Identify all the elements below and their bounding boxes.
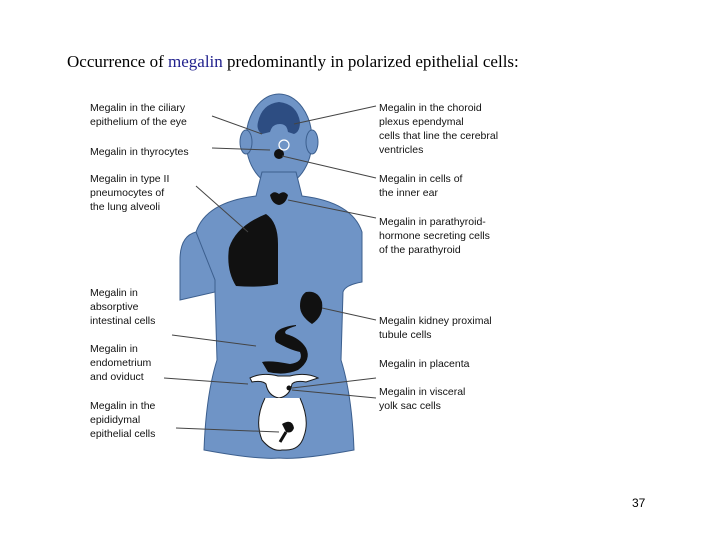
label-epididymal-cells: Megalin in the epididymal epithelial cel…: [90, 400, 156, 440]
label-thyrocytes: Megalin in thyrocytes: [90, 146, 189, 158]
ear-organ: [274, 149, 284, 159]
epididymis-organ: [258, 397, 307, 451]
label-placenta: Megalin in placenta: [379, 358, 470, 370]
eye-marker: [278, 139, 290, 151]
right-ear-shape: [305, 129, 319, 155]
label-intestinal-cells: Megalin in absorptive intestinal cells: [90, 287, 156, 327]
connector-lines: [163, 105, 377, 433]
left-ear-shape: [239, 129, 253, 155]
label-kidney-tubule: Megalin kidney proximal tubule cells: [379, 315, 492, 341]
label-type2-pneumocytes: Megalin in type II pneumocytes of the lu…: [90, 173, 170, 213]
title-part-2: predominantly in polarized epithelial ce…: [222, 52, 519, 71]
left-arm-shape: [179, 231, 216, 301]
lung-organ: [228, 214, 278, 287]
brain-ventricles: [257, 102, 300, 134]
thyroid-organ: [270, 192, 288, 205]
label-endometrium-oviduct: Megalin in endometrium and oviduct: [90, 343, 152, 383]
label-ciliary-epithelium: Megalin in the ciliary epithelium of the…: [90, 102, 187, 128]
title-part-1: Occurrence of: [67, 52, 168, 71]
slide-title: Occurrence of megalin predominantly in p…: [67, 52, 687, 72]
label-inner-ear: Megalin in cells of the inner ear: [379, 173, 463, 199]
uterus-organ: [249, 373, 320, 399]
title-highlight: megalin: [168, 52, 223, 71]
label-yolk-sac: Megalin in visceral yolk sac cells: [379, 386, 466, 412]
page-number: 37: [632, 496, 646, 510]
kidney-organ: [300, 291, 323, 324]
intestine-organ: [262, 325, 308, 374]
label-parathyroid: Megalin in parathyroid- hormone secretin…: [379, 216, 490, 256]
placenta-marker: [286, 385, 292, 391]
label-choroid-plexus: Megalin in the choroid plexus ependymal …: [379, 102, 499, 156]
head-organs: [257, 102, 300, 159]
